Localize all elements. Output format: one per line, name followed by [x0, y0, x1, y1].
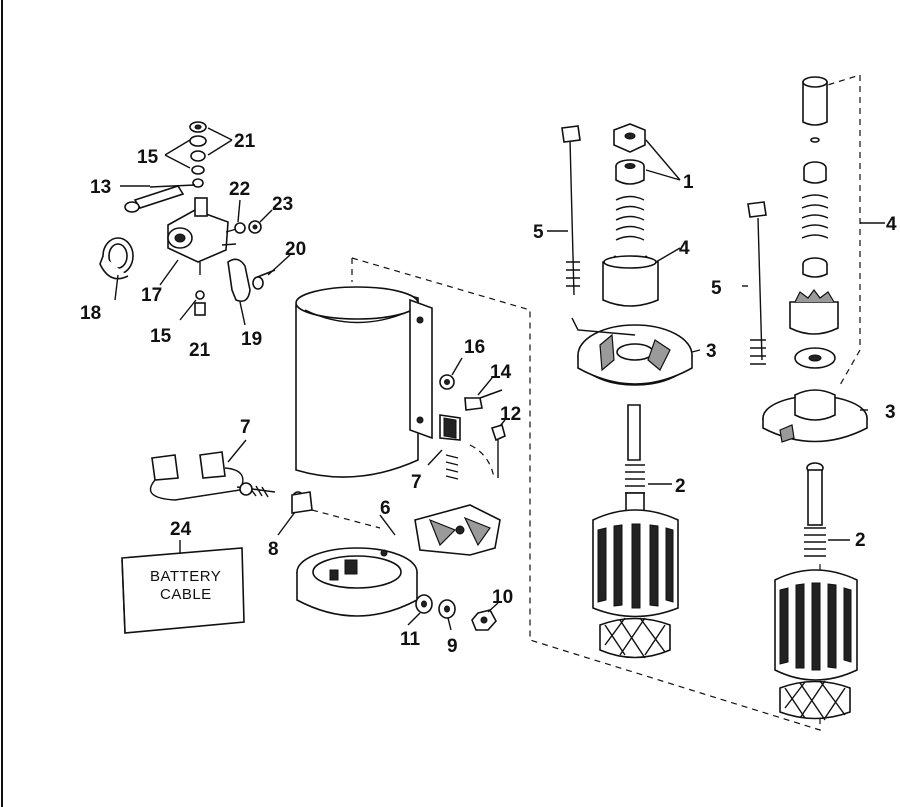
battery-cable-label-line2: CABLE — [160, 586, 212, 603]
callout-19: 19 — [241, 329, 262, 350]
battery-cable-label-line1: BATTERY — [150, 568, 221, 585]
callout-labels: 1 2 2 3 3 4 4 5 5 6 7 7 8 9 10 11 12 13 … — [80, 131, 897, 657]
solenoid-assembly — [99, 121, 276, 316]
callout-3: 3 — [706, 341, 717, 362]
leader-lines-left — [114, 127, 291, 326]
callout-5: 5 — [533, 222, 544, 243]
callout-14: 14 — [490, 362, 512, 383]
end-cap — [296, 547, 418, 617]
callout-1: 1 — [683, 172, 694, 193]
nut-washers — [415, 594, 497, 631]
callout-9: 9 — [447, 636, 458, 657]
callout-24: 24 — [170, 519, 192, 540]
leader-lines-center — [227, 357, 506, 631]
assembly-outline — [351, 74, 861, 731]
callout-7-center: 7 — [411, 472, 422, 493]
brush-holder-plate — [414, 504, 501, 556]
callout-13: 13 — [90, 177, 111, 198]
callout-7: 7 — [240, 417, 251, 438]
callout-15: 15 — [137, 147, 159, 168]
callout-2-right: 2 — [855, 530, 866, 551]
callout-11: 11 — [400, 629, 421, 650]
callout-18: 18 — [80, 303, 101, 324]
callout-16: 16 — [464, 337, 485, 358]
callout-6: 6 — [380, 498, 391, 519]
drive-assembly-middle — [561, 123, 693, 659]
callout-8: 8 — [268, 539, 279, 560]
frame-housing — [295, 286, 433, 478]
callout-21-lower: 21 — [189, 340, 211, 361]
callout-4: 4 — [679, 238, 690, 259]
callout-10: 10 — [492, 587, 513, 608]
callout-21: 21 — [234, 131, 256, 152]
battery-cable-tag — [121, 540, 245, 634]
leader-lines-right — [547, 139, 885, 541]
callout-20: 20 — [285, 239, 306, 260]
callout-22: 22 — [229, 179, 250, 200]
callout-12: 12 — [500, 404, 521, 425]
callout-2: 2 — [675, 476, 686, 497]
callout-23: 23 — [272, 194, 293, 215]
callout-5-right: 5 — [711, 278, 722, 299]
callout-15-lower: 15 — [150, 326, 172, 347]
callout-3-right: 3 — [885, 402, 896, 423]
brush-parts — [439, 374, 506, 480]
brush-lead-assembly — [149, 451, 381, 529]
drive-assembly-right — [747, 76, 868, 721]
callout-4-right: 4 — [886, 214, 897, 235]
callout-17: 17 — [141, 285, 162, 306]
